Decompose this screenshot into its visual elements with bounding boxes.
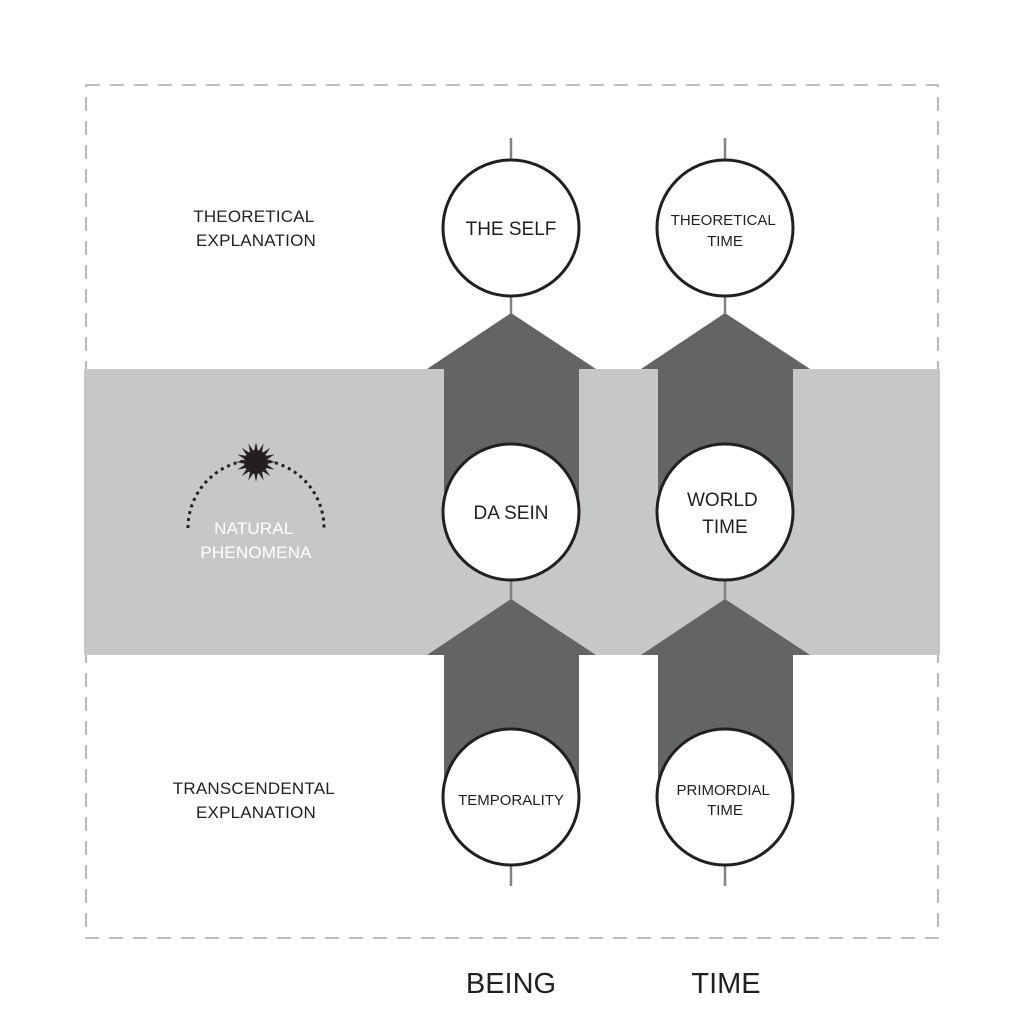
- node-time-middle-label: WORLD TIME: [687, 490, 763, 538]
- node-being-top-label: THE SELF: [466, 219, 557, 240]
- sun-icon: [186, 442, 326, 529]
- sun-ray: [236, 460, 245, 464]
- row-label-natural: NATURAL PHENOMENA: [200, 519, 312, 562]
- node-being-middle-label: DA SEIN: [474, 503, 549, 524]
- node-time-middle: [655, 442, 795, 582]
- node-time-top-label: THEORETICAL TIME: [671, 212, 780, 250]
- sun-ray: [259, 443, 264, 452]
- node-being-top: [441, 158, 581, 298]
- sun-ray: [248, 443, 253, 452]
- sun-ray: [254, 442, 258, 451]
- node-being-bottom: [441, 727, 581, 867]
- node-time-top: [655, 158, 795, 298]
- node-time-bottom: [655, 727, 795, 867]
- sun-ray: [267, 460, 276, 464]
- row-label-transcendental: TRANSCENDENTAL EXPLANATION: [173, 779, 339, 822]
- sun-ray: [248, 472, 253, 481]
- node-time-bottom-label: PRIMORDIAL TIME: [677, 782, 774, 819]
- sun-ray: [266, 465, 275, 470]
- sun-ray: [237, 465, 246, 470]
- node-being-bottom-label: TEMPORALITY: [458, 792, 564, 809]
- connector-lines: [509, 138, 727, 886]
- column-label-time: TIME: [691, 968, 760, 1000]
- sun-ray: [237, 454, 246, 459]
- row-label-theoretical: THEORETICAL EXPLANATION: [193, 207, 319, 250]
- column-label-being: BEING: [466, 968, 556, 1000]
- sun-ray: [241, 447, 249, 455]
- sun-ray: [254, 473, 258, 482]
- sun-ray: [266, 454, 275, 459]
- node-being-middle: [441, 442, 581, 582]
- sun-ray: [241, 469, 249, 477]
- sun-ray: [259, 472, 264, 481]
- sun-ray: [263, 447, 271, 455]
- sun-ray: [263, 469, 271, 477]
